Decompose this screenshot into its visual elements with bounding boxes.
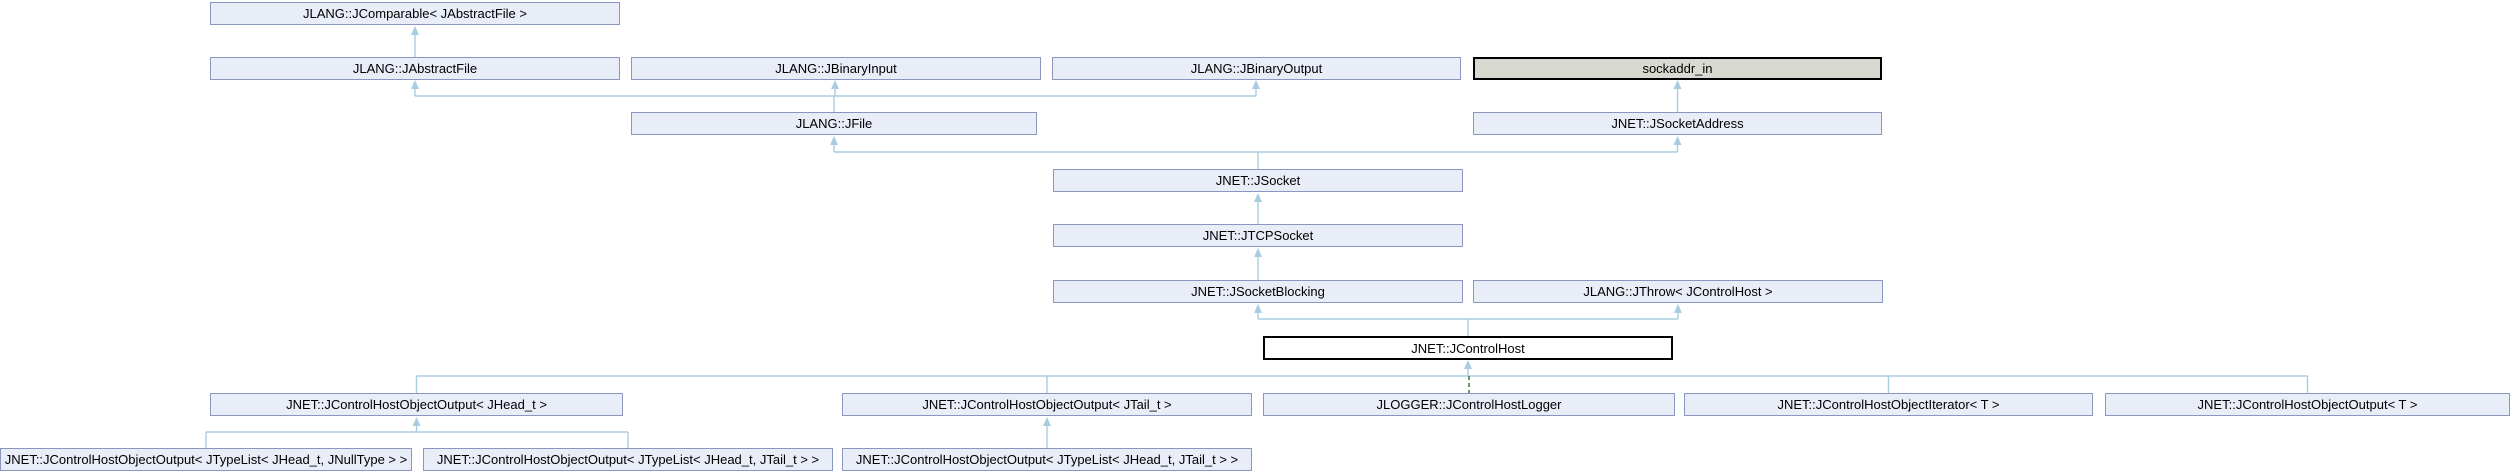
class-node-out-jhead[interactable]: JNET::JControlHostObjectOutput< JHead_t … <box>210 393 623 416</box>
edge-jcontrolhost-to-parents <box>1257 311 1679 336</box>
class-node-label: JNET::JSocketAddress <box>1611 116 1744 131</box>
class-node-sockaddr-in: sockaddr_in <box>1473 57 1882 80</box>
class-node-out-jtail[interactable]: JNET::JControlHostObjectOutput< JTail_t … <box>842 393 1252 416</box>
class-node-label: JLANG::JComparable< JAbstractFile > <box>303 6 527 21</box>
class-node-label: JLOGGER::JControlHostLogger <box>1376 397 1562 412</box>
arrowhead-jsocketaddress <box>1673 136 1682 145</box>
arrowhead-jabstractfile <box>411 80 419 89</box>
class-node-out-t[interactable]: JNET::JControlHostObjectOutput< T > <box>2105 393 2510 416</box>
class-node-label: JLANG::JBinaryOutput <box>1190 61 1323 76</box>
class-node-jfile[interactable]: JLANG::JFile <box>631 112 1037 135</box>
arrowhead-out-jhead <box>412 417 421 426</box>
edge-children-to-jcontrolhost <box>415 368 2309 393</box>
arrowhead-jbinaryinput <box>831 80 839 89</box>
class-node-iterator-t[interactable]: JNET::JControlHostObjectIterator< T > <box>1684 393 2093 416</box>
class-node-label: JNET::JControlHostObjectOutput< JHead_t … <box>286 397 547 412</box>
arrowhead-jthrow <box>1674 304 1682 313</box>
class-node-label: JLANG::JBinaryInput <box>775 61 897 76</box>
class-node-label: sockaddr_in <box>1642 61 1713 76</box>
class-node-out-typelist-jtail-1[interactable]: JNET::JControlHostObjectOutput< JTypeLis… <box>423 448 833 471</box>
class-node-label: JNET::JControlHostObjectOutput< T > <box>2197 397 2418 412</box>
class-node-jsocketaddress[interactable]: JNET::JSocketAddress <box>1473 112 1882 135</box>
class-node-label: JNET::JControlHost <box>1411 340 1525 356</box>
class-node-jabstractfile[interactable]: JLANG::JAbstractFile <box>210 57 620 80</box>
class-node-out-typelist-jnulltype[interactable]: JNET::JControlHostObjectOutput< JTypeLis… <box>0 448 412 471</box>
class-node-label: JLANG::JAbstractFile <box>352 61 478 76</box>
class-node-label: JNET::JTCPSocket <box>1202 228 1314 243</box>
class-node-jbinaryinput[interactable]: JLANG::JBinaryInput <box>631 57 1041 80</box>
class-node-label: JNET::JControlHostObjectIterator< T > <box>1777 397 2000 412</box>
edge-typelists-to-out-jhead <box>205 425 629 448</box>
class-node-out-typelist-jtail-2[interactable]: JNET::JControlHostObjectOutput< JTypeLis… <box>842 448 1252 471</box>
arrowhead-out-jtail <box>1043 417 1051 426</box>
arrowhead-jsocket <box>1254 193 1262 202</box>
edge-jsocket-to-parents <box>833 143 1679 169</box>
class-node-jcontrolhost: JNET::JControlHost <box>1263 336 1673 360</box>
edge-jfile-to-parents <box>414 87 1257 112</box>
arrowhead-jfile <box>830 136 838 145</box>
class-node-jcomparable-jabstractfile[interactable]: JLANG::JComparable< JAbstractFile > <box>210 2 620 25</box>
class-node-label: JLANG::JThrow< JControlHost > <box>1583 284 1773 299</box>
arrowhead-sockaddr-in <box>1673 80 1682 89</box>
class-node-label: JLANG::JFile <box>795 116 873 131</box>
arrowhead-jcomparable <box>411 26 419 35</box>
class-node-jbinaryoutput[interactable]: JLANG::JBinaryOutput <box>1052 57 1461 80</box>
class-node-jsocketblocking[interactable]: JNET::JSocketBlocking <box>1053 280 1463 303</box>
class-node-label: JNET::JControlHostObjectOutput< JTypeLis… <box>4 452 408 467</box>
arrowhead-jbinaryoutput <box>1252 80 1260 89</box>
class-node-label: JNET::JSocketBlocking <box>1191 284 1325 299</box>
class-node-jcontrolhostlogger[interactable]: JLOGGER::JControlHostLogger <box>1263 393 1675 416</box>
arrowhead-jtcpsocket <box>1254 248 1262 257</box>
class-node-label: JNET::JControlHostObjectOutput< JTail_t … <box>922 397 1172 412</box>
class-node-label: JNET::JSocket <box>1215 173 1301 188</box>
class-node-label: JNET::JControlHostObjectOutput< JTypeLis… <box>855 452 1239 467</box>
class-node-jsocket[interactable]: JNET::JSocket <box>1053 169 1463 192</box>
class-node-jthrow-jcontrolhost[interactable]: JLANG::JThrow< JControlHost > <box>1473 280 1883 303</box>
arrowhead-jsocketblocking <box>1254 304 1262 313</box>
class-node-jtcpsocket[interactable]: JNET::JTCPSocket <box>1053 224 1463 247</box>
arrowhead-jcontrolhost <box>1464 360 1472 369</box>
class-node-label: JNET::JControlHostObjectOutput< JTypeLis… <box>436 452 820 467</box>
